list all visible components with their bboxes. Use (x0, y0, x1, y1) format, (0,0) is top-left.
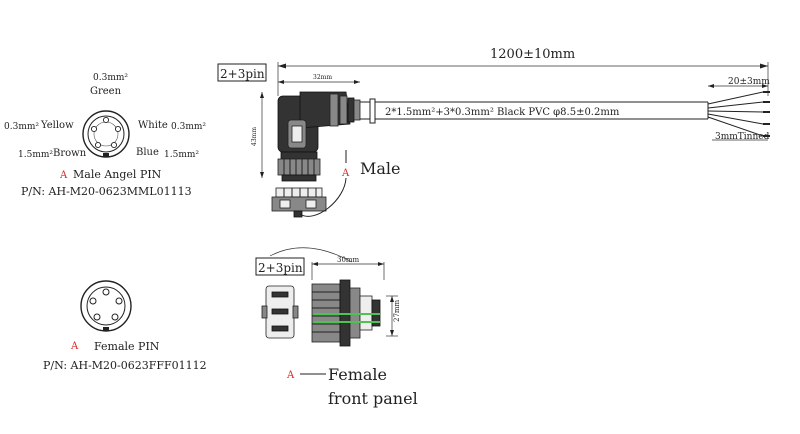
male-bottom-left-color: Brown (53, 148, 87, 159)
male-leader (299, 177, 347, 217)
female-label-line1: Female (328, 365, 387, 384)
male-left-size: 0.3mm² (4, 122, 39, 132)
male-bottom-right-color: Blue (136, 147, 159, 158)
male-height-dim: 43mm (251, 127, 258, 146)
male-connector-body (277, 91, 361, 182)
female-panel-body (311, 279, 381, 347)
female-marker: A (286, 370, 295, 381)
tinned-length: 3mmTinned (715, 132, 770, 142)
male-label: Male (360, 159, 401, 178)
male-pin-face (82, 110, 130, 158)
male-bottom-right-size: 1.5mm² (164, 150, 199, 160)
male-bottom-left-size: 1.5mm² (18, 150, 53, 160)
male-coupling-nut (271, 187, 327, 218)
stripped-wires (707, 91, 770, 137)
male-pin-config: 2+3pin (220, 67, 265, 81)
female-label-line2: front panel (328, 389, 418, 408)
female-pin-face (80, 280, 132, 332)
male-pin-marker: A (59, 170, 68, 181)
female-pin-marker: A (70, 341, 79, 352)
male-pin-config-box (217, 63, 267, 82)
female-part-number: P/N: AH-M20-0623FFF01112 (43, 359, 207, 372)
male-width-dim: 32mm (313, 74, 332, 81)
male-right-size: 0.3mm² (171, 122, 206, 132)
female-width-dim: 30mm (337, 256, 360, 264)
male-left-color: Yellow (40, 120, 74, 131)
female-pin-config-box (255, 257, 305, 276)
male-part-number: P/N: AH-M20-0623MML01113 (21, 185, 192, 198)
female-pin-title: Female PIN (94, 340, 160, 353)
male-right-color: White (138, 120, 168, 131)
female-pin-config: 2+3pin (258, 261, 303, 275)
cable-clip (369, 98, 376, 124)
cable-spec: 2*1.5mm²+3*0.3mm² Black PVC φ8.5±0.2mm (385, 107, 620, 118)
cable-length: 1200±10mm (490, 47, 575, 62)
male-pin-title: Male Angel PIN (73, 168, 162, 181)
female-height-dim: 27mm (393, 299, 401, 322)
strip-length: 20±3mm (728, 77, 770, 87)
male-marker: A (341, 168, 350, 179)
female-insert-view (261, 285, 299, 339)
female-leader-arc (269, 247, 353, 263)
male-top-size: 0.3mm² (93, 73, 128, 83)
male-top-color: Green (90, 86, 122, 97)
